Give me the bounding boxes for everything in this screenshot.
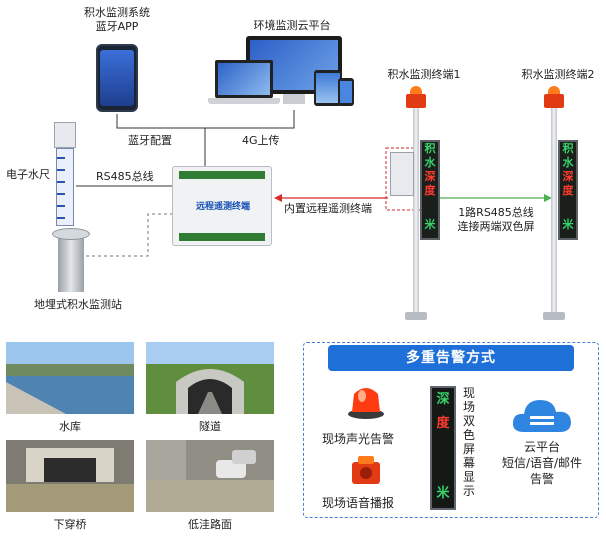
scene-tunnel-label: 隧道 (199, 420, 221, 433)
bluetooth-config-label: 蓝牙配置 (128, 134, 172, 147)
terminal-2-label: 积水监测终端2 (521, 68, 595, 81)
remote-telemetry-module: 远程遥测终端 (172, 166, 272, 246)
alarm-light-icon (348, 388, 384, 419)
app-subtitle: 蓝牙APP (95, 20, 139, 33)
tunnel-photo (146, 342, 274, 414)
buried-station (58, 236, 84, 292)
buried-station-label: 地埋式积水监测站 (34, 298, 122, 311)
voice-speaker-icon (352, 456, 380, 484)
electronic-water-ruler (56, 148, 74, 226)
sound-light-alarm-label: 现场声光告警 (322, 432, 395, 446)
scene-underpass-label: 下穿桥 (53, 518, 87, 531)
app-title: 积水监测系统 (84, 6, 150, 19)
alarm-panel-title: 多重告警方式 (328, 345, 574, 371)
alarm-dual-color-screen: 深 度 米 (430, 386, 456, 510)
lowland-road-photo (146, 440, 274, 512)
bluetooth-app-phone (96, 44, 138, 112)
terminal-1-label: 积水监测终端1 (387, 68, 461, 81)
terminal-1-led-screen: 积 水 深 度 米 (420, 140, 440, 240)
terminal-2-pole (551, 108, 557, 314)
built-in-rtu-label: 内置远程遥测终端 (284, 202, 372, 215)
cloud-alarm-desc-2: 告警 (529, 472, 554, 486)
underpass-photo (6, 440, 134, 512)
terminal-2-led-screen: 积 水 深 度 米 (558, 140, 578, 240)
voice-broadcast-label: 现场语音播报 (322, 496, 395, 510)
water-ruler-label: 电子水尺 (6, 168, 50, 181)
terminal-1-pole (413, 108, 419, 314)
terminal-1-control-box (390, 152, 414, 196)
smartphone (338, 78, 354, 106)
upload-4g-label: 4G上传 (242, 134, 280, 147)
dual-screen-display-label: 现场双色屏幕显示 (462, 386, 475, 498)
module-brand-label: 远程遥测终端 (195, 202, 250, 212)
bus-connect-label: 连接两端双色屏 (457, 220, 535, 233)
ruler-sensor-head (54, 122, 76, 148)
cloud-platform-title: 环境监测云平台 (253, 19, 331, 32)
reservoir-photo (6, 342, 134, 414)
cloud-platform-alarm-title: 云平台 (523, 440, 560, 454)
bus-1way-label: 1路RS485总线 (458, 206, 534, 219)
alarm-methods-panel (303, 342, 599, 518)
laptop (215, 60, 273, 98)
cloud-icon (512, 400, 571, 432)
scene-lowland-road-label: 低洼路面 (188, 518, 232, 531)
terminal-1-beacon (406, 94, 426, 108)
terminal-2-beacon (544, 94, 564, 108)
tablet (314, 70, 342, 106)
scene-reservoir-label: 水库 (59, 420, 81, 433)
cloud-alarm-desc-1: 短信/语音/邮件 (501, 456, 583, 470)
rs485-bus-label: RS485总线 (96, 170, 154, 183)
